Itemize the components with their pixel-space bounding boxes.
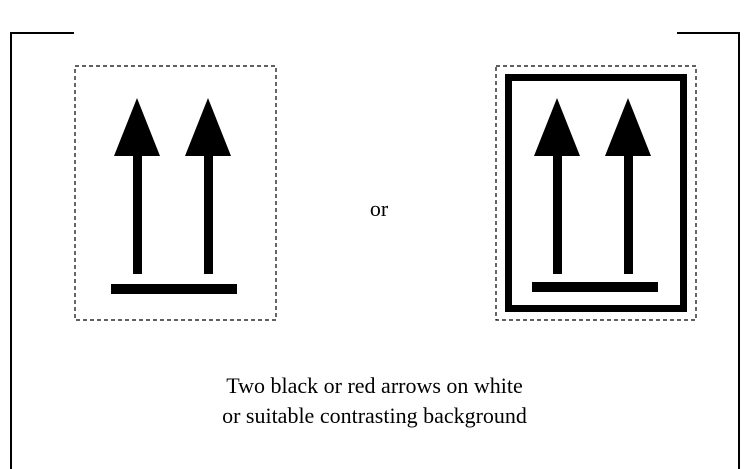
base-bar-left: [111, 284, 237, 294]
arrow-right-2: [605, 98, 651, 274]
base-bar-right: [532, 282, 658, 292]
outer-frame: [10, 32, 740, 469]
arrow-left-1: [114, 98, 160, 274]
solid-border-right: [505, 74, 687, 312]
dashed-outline-right: [495, 65, 697, 321]
dashed-outline-left: [74, 65, 277, 321]
caption-line-2: or suitable contrasting background: [222, 403, 527, 428]
arrow-right-1: [534, 98, 580, 274]
or-connector-text: or: [369, 196, 389, 221]
frame-right-corner: [677, 32, 740, 469]
this-way-up-arrows-bordered-icon: [495, 65, 697, 321]
this-way-up-arrows-icon: [74, 65, 277, 321]
arrow-left-2: [185, 98, 231, 274]
caption-line-1: Two black or red arrows on white: [226, 373, 523, 398]
frame-left-corner: [10, 32, 74, 469]
